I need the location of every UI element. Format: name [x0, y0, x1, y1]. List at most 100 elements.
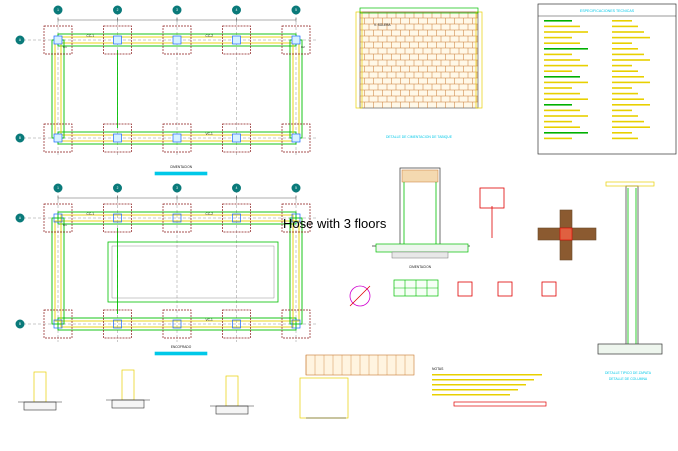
specs-row-left — [544, 42, 580, 44]
section-brick — [401, 169, 439, 183]
column-section-c — [541, 281, 557, 297]
specs-row-right — [612, 126, 650, 128]
plan-top-axis-bubble-2-text: 2 — [117, 8, 119, 12]
plan-top-footing — [281, 25, 311, 55]
plan-top-axis-bubble-3-text: 3 — [176, 8, 178, 12]
specs-row-left — [544, 81, 588, 84]
specs-row-left — [544, 87, 572, 89]
plan-top-footing — [281, 123, 311, 153]
plan-bottom-beam-code: VC-1 — [206, 318, 213, 322]
specs-row-right — [612, 42, 632, 44]
plan-bottom-title-bar — [154, 351, 208, 356]
plan-bottom-column — [113, 319, 122, 329]
notes-rebar-bar — [453, 401, 547, 407]
wall-column-left — [355, 11, 363, 109]
bottom-section-yellow — [299, 377, 349, 419]
rebar-detail — [479, 187, 505, 209]
plan-bottom-slab-inner — [111, 245, 275, 299]
specs-row-right — [612, 31, 644, 33]
specs-row-right — [612, 98, 644, 100]
bottom-detail-1-footing — [23, 401, 57, 411]
plan-top-column — [291, 133, 301, 143]
specs-row-right — [612, 115, 638, 117]
specs-row-left — [544, 120, 572, 123]
tall-column-title: DETALLE DE COLUMNA — [609, 377, 648, 381]
specs-row-right — [612, 87, 632, 89]
plan-top-footing — [43, 25, 73, 55]
plan-bottom-title: ENCOFRADO — [171, 345, 192, 349]
specs-row-left — [544, 25, 580, 28]
specs-row-left — [544, 20, 572, 22]
plan-top-axis-bubble-B — [15, 133, 25, 143]
section-caption: CIMENTACION — [409, 265, 432, 269]
plan-bottom-col-code: C2 — [301, 223, 305, 227]
plan-top-column — [232, 35, 241, 45]
specs-row-left — [544, 64, 588, 67]
plan-bottom-column — [53, 319, 63, 329]
specs-row-left — [544, 76, 580, 78]
notes-line — [432, 389, 518, 391]
specs-row-left — [544, 53, 572, 56]
notes-line — [432, 394, 510, 396]
plan-top-footing — [162, 25, 192, 55]
specs-table — [537, 3, 677, 155]
plan-top-column — [113, 133, 122, 143]
plan-bottom-column — [291, 319, 301, 329]
plan-bottom-axis-bubble-2-text: 2 — [117, 186, 119, 190]
plan-bottom-beam-yellow-v — [54, 220, 62, 322]
plan-top-column — [172, 35, 182, 45]
specs-row-right — [612, 53, 644, 56]
plan-bottom-column — [232, 213, 241, 223]
plan-bottom-column — [172, 319, 182, 329]
plan-bottom-axis-bubble-3-text: 3 — [176, 186, 178, 190]
plan-top-title-bar — [154, 171, 208, 176]
specs-row-left — [544, 109, 580, 112]
specs-row-left — [544, 132, 588, 134]
bottom-detail-3-column — [225, 375, 239, 407]
plan-bottom-column — [53, 213, 63, 223]
plan-bottom-column — [172, 213, 182, 223]
plan-bottom-footing — [103, 309, 132, 339]
plan-bottom-axis-bubble-1 — [53, 183, 63, 193]
plan-bottom-footing — [162, 309, 192, 339]
column-section-b — [497, 281, 513, 297]
plan-top-column — [232, 133, 241, 143]
specs-row-right — [612, 132, 632, 134]
specs-row-right — [612, 76, 644, 78]
tall-column-beam — [605, 181, 655, 187]
specs-row-right — [612, 120, 644, 123]
plan-bottom-beam-green-v — [51, 217, 65, 325]
notes-line — [432, 379, 534, 381]
column-cross-core — [559, 227, 573, 241]
overlay-caption: Hose with 3 floors — [283, 216, 387, 231]
stirrup-hook — [349, 285, 371, 307]
plan-top-axis-bubble-4-text: 4 — [236, 8, 238, 12]
plan-bottom-beam-green-v — [289, 217, 303, 325]
plan-bottom-column — [113, 213, 122, 223]
bottom-detail-2-column — [121, 369, 135, 401]
plan-bottom-axis-bubble-B — [15, 319, 25, 329]
specs-row-left — [544, 92, 580, 95]
plan-top-axis-bubble-5 — [291, 5, 301, 15]
column-section-a — [457, 281, 473, 297]
plan-bottom-column — [232, 319, 241, 329]
plan-bottom-axis-bubble-2 — [113, 183, 122, 193]
specs-row-right — [612, 25, 638, 28]
wall-detail-title: DETALLE DE CIMENTACION DE TABIQUE — [386, 135, 453, 139]
plan-top-axis-bubble-2 — [113, 5, 122, 15]
bottom-detail-2-footing — [111, 399, 145, 409]
specs-row-right — [612, 59, 650, 61]
specs-row-left — [544, 31, 588, 33]
plan-bottom-col-code: C1 — [63, 223, 67, 227]
plan-top-axis-bubble-4 — [232, 5, 241, 15]
plan-bottom-axis-bubble-A — [15, 213, 25, 223]
plan-bottom-footing — [281, 309, 311, 339]
plan-bottom-footing — [103, 203, 132, 233]
plan-bottom-footing — [222, 203, 251, 233]
notes-line — [432, 374, 542, 376]
plan-top-footing — [43, 123, 73, 153]
tall-column-subtitle: DETALLE TIPICO DE ZAPATA — [605, 371, 652, 375]
specs-row-left — [544, 48, 588, 50]
specs-row-right — [612, 64, 632, 67]
specs-row-left — [544, 126, 580, 128]
